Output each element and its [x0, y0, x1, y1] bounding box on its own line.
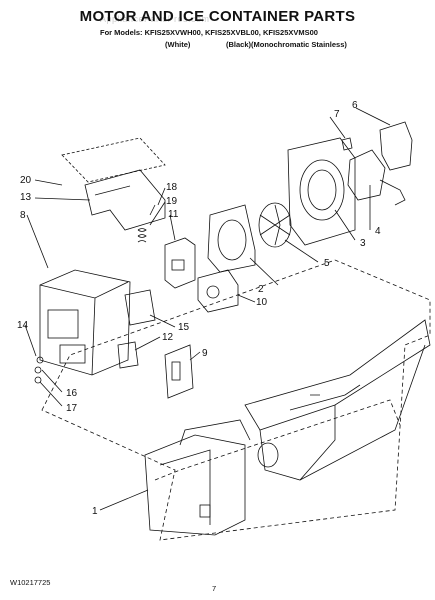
part-16-nut [34, 366, 42, 374]
callout-8: 8 [20, 210, 26, 221]
callout-6: 6 [352, 100, 358, 111]
part-15-clip [124, 289, 156, 326]
part-19-spring [137, 228, 147, 243]
document-number: W10217725 [10, 578, 51, 587]
callout-20: 20 [20, 175, 32, 186]
callout-15: 15 [178, 322, 190, 333]
part-18-screw [149, 204, 156, 216]
page-title: MOTOR AND ICE CONTAINER PARTS [79, 8, 356, 25]
callout-9: 9 [202, 348, 208, 359]
part-5-fan [258, 202, 292, 248]
ice-container-top [244, 319, 431, 431]
callout-10: 10 [256, 297, 268, 308]
callout-12: 12 [162, 332, 174, 343]
callout-18: 18 [166, 182, 178, 193]
part-7-clip [341, 137, 353, 151]
callout-5: 5 [324, 258, 330, 269]
callout-17: 17 [66, 403, 78, 414]
callout-4: 4 [375, 226, 381, 237]
part-4-motor [347, 149, 386, 201]
models-line: For Models: KFIS25XVWH00, KFIS25XVBL00, … [100, 28, 318, 37]
callout-2: 2 [258, 284, 264, 295]
part-2-shroud [207, 204, 256, 273]
callout-13: 13 [20, 192, 32, 203]
part-1-bucket [144, 434, 246, 536]
callout-11: 11 [168, 209, 179, 220]
callout-1: 1 [92, 506, 98, 517]
callout-14: 14 [17, 320, 29, 331]
watermark-text: AppliancePartsPros.com [100, 14, 210, 24]
page-number: 7 [212, 584, 217, 593]
part-20-cover [61, 137, 166, 183]
part-10-motor [197, 269, 239, 313]
part-12-bracket [117, 341, 139, 369]
part-3-mount [287, 137, 356, 246]
part-8-housing [39, 269, 131, 376]
assembly-boundary [41, 259, 431, 541]
part-13-bracket [84, 169, 166, 231]
part-11-solenoid [164, 237, 196, 289]
callout-19: 19 [166, 196, 178, 207]
part-9-plate [164, 344, 194, 399]
variant-white: (White) [165, 40, 191, 49]
callout-3: 3 [360, 238, 366, 249]
part-17-washer [34, 376, 42, 384]
variant-black: (Black)(Monochromatic Stainless) [226, 40, 347, 49]
callout-7: 7 [334, 109, 340, 120]
part-14-screw [36, 356, 44, 364]
part-6-bracket [379, 121, 413, 171]
callout-labels: 1 2 3 4 5 6 7 8 9 10 11 12 13 14 15 16 1… [17, 100, 381, 517]
callout-16: 16 [66, 388, 78, 399]
inner-boundary [154, 399, 401, 481]
